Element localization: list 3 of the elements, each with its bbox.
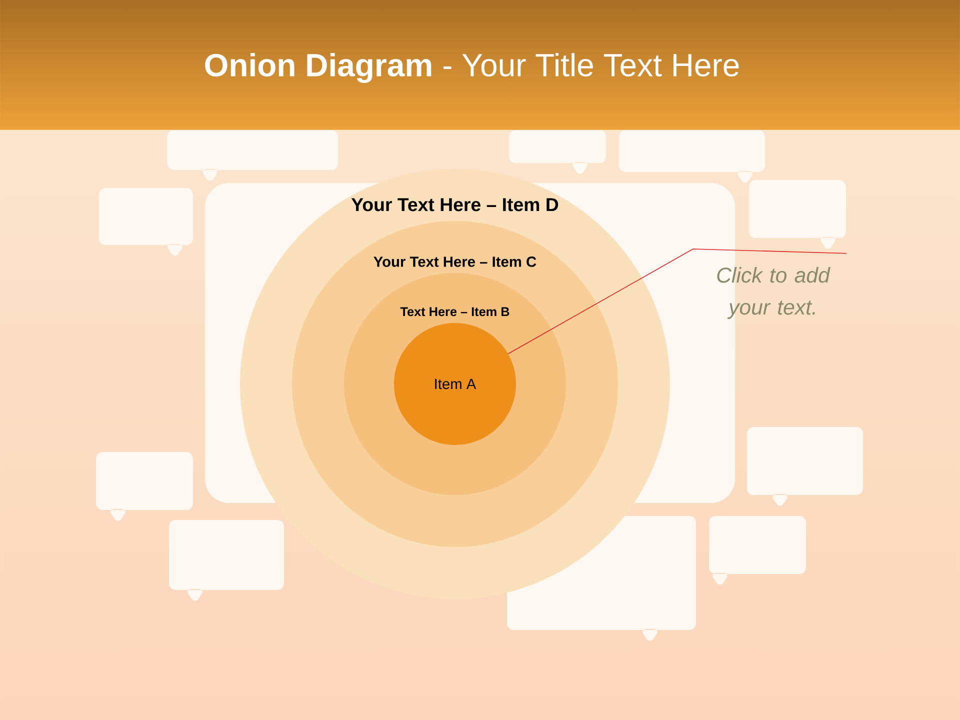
callout-text: Click to add your text.	[717, 267, 830, 319]
leader-line	[508, 248, 847, 354]
title: Onion Diagram - Your Title Text Here	[205, 53, 739, 83]
